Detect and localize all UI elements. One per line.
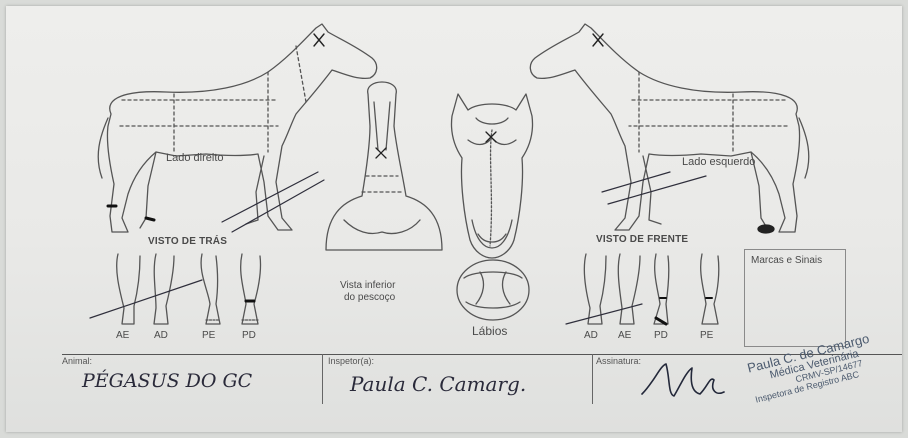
signature-label: Assinatura: (596, 356, 641, 366)
front-view-legs (566, 254, 719, 324)
front-leg-pd: PD (654, 330, 668, 341)
animal-name-handwritten: PÉGASUS DO GC (82, 370, 252, 392)
rear-leg-pd: PD (242, 330, 256, 341)
label-front-view: VISTO DE FRENTE (596, 234, 688, 245)
footer-separator-1 (322, 354, 323, 404)
front-leg-ad: AD (584, 330, 598, 341)
label-left-side: Lado esquerdo (682, 156, 755, 168)
label-right-side: Lado direito (166, 152, 224, 164)
front-leg-pe: PE (700, 330, 713, 341)
inspector-name-handwritten: Paula C. Camarg. (350, 372, 526, 396)
label-neck-underside-1: Vista inferior (340, 280, 395, 291)
marks-and-signs-label: Marcas e Sinais (751, 255, 822, 266)
label-lips: Lábios (472, 324, 507, 338)
rear-leg-ad: AD (154, 330, 168, 341)
label-rear-view: VISTO DE TRÁS (148, 236, 227, 247)
rear-leg-ae: AE (116, 330, 129, 341)
animal-label: Animal: (62, 356, 92, 366)
footer-separator-2 (592, 354, 593, 404)
rear-view-legs (90, 254, 261, 324)
rear-leg-pe: PE (202, 330, 215, 341)
horse-right-side-diagram (98, 24, 376, 232)
horse-left-side-diagram (530, 24, 808, 233)
marks-and-signs-box: Marcas e Sinais (744, 249, 846, 347)
front-leg-ae: AE (618, 330, 631, 341)
inspection-form: Lado direito Lado esquerdo VISTO DE TRÁS… (6, 6, 902, 432)
neck-underside-diagram (326, 82, 442, 250)
inspector-label: Inspetor(a): (328, 356, 374, 366)
head-front-diagram (451, 94, 532, 258)
label-neck-underside-2: do pescoço (344, 292, 395, 303)
signature-scribble (642, 364, 724, 396)
lips-diagram (457, 260, 529, 320)
